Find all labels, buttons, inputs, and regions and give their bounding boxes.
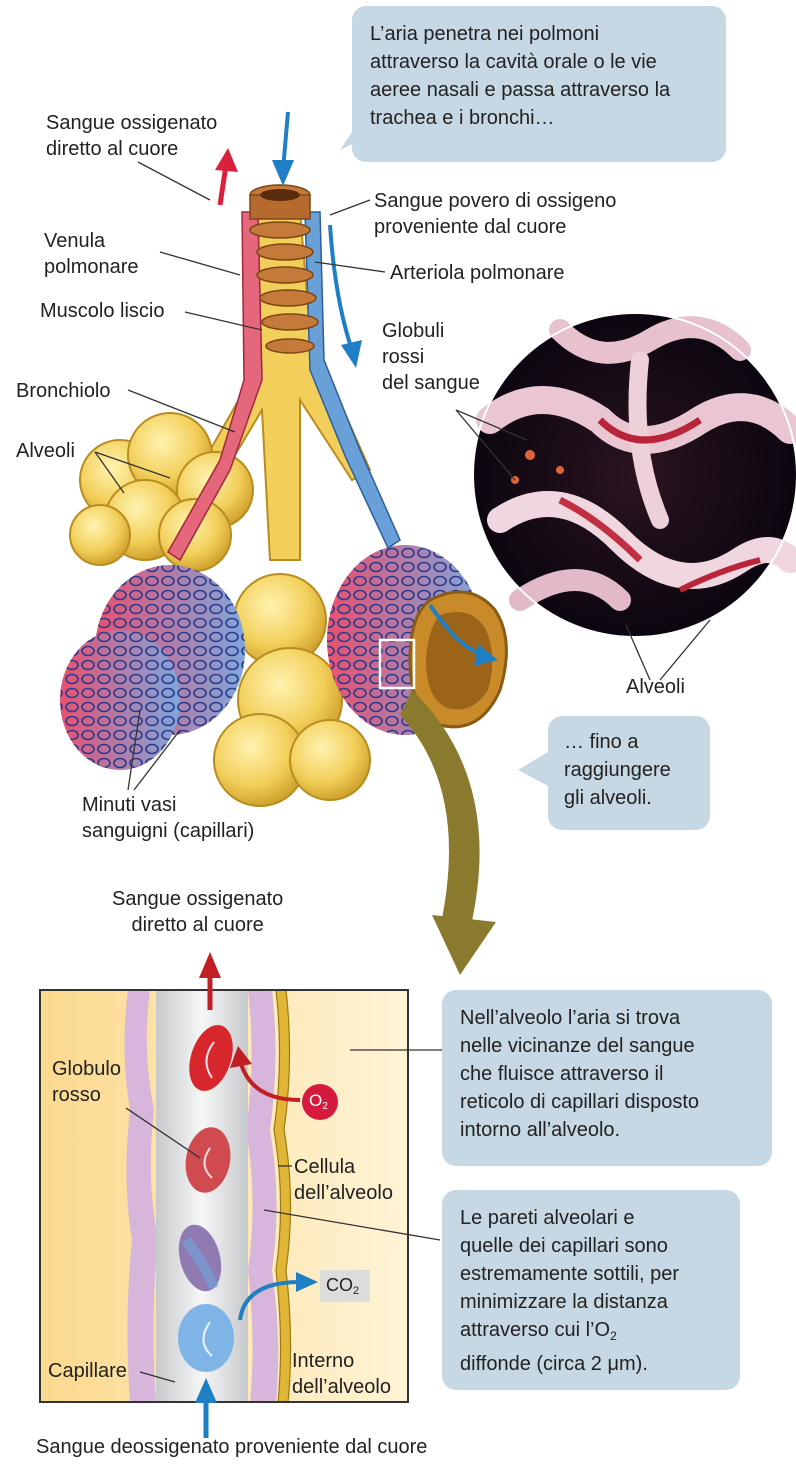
callout-alveolus-line: nelle vicinanze del sangue — [460, 1032, 754, 1060]
label-line: Venula — [44, 228, 139, 254]
label-line: proveniente dal cuore — [374, 214, 616, 240]
callout-alveolus-line: che fluisce attraverso il — [460, 1060, 754, 1088]
capillary-net-left — [60, 565, 245, 770]
micrograph — [473, 313, 796, 637]
callout-airway-line: attraverso la cavità orale o le vie — [370, 48, 708, 76]
label-line: Sangue povero di ossigeno — [374, 188, 616, 214]
callout-airway-line: L’aria penetra nei polmoni — [370, 20, 708, 48]
co2-label: CO2 — [326, 1272, 359, 1304]
label-oxygenated-blood-top: Sangue ossigenato diretto al cuore — [46, 110, 217, 162]
label-line: sanguigni (capillari) — [82, 818, 254, 844]
label-alveolar-cell: Cellula dell’alveolo — [294, 1154, 393, 1206]
oxygenated-out-arrow — [215, 148, 238, 205]
label-line: Globulo — [52, 1056, 121, 1082]
label-line: Sangue ossigenato — [112, 886, 283, 912]
label-red-blood-cell: Globulo rosso — [52, 1056, 121, 1108]
co2-label-main: CO — [326, 1275, 353, 1295]
trachea-opening — [260, 189, 300, 201]
callout-airway: L’aria penetra nei polmoni attraverso la… — [352, 6, 726, 162]
co2-label-sub: 2 — [353, 1285, 359, 1297]
label-line: diretto al cuore — [112, 912, 283, 938]
label-line: dell’alveolo — [292, 1374, 391, 1400]
callout-reach-line: gli alveoli. — [564, 784, 694, 812]
label-smooth-muscle: Muscolo liscio — [40, 298, 164, 324]
callout-airway-line: trachea e i bronchi… — [370, 104, 708, 132]
callout-walls-line: quelle dei capillari sono — [460, 1232, 722, 1260]
callout-thin-walls: Le pareti alveolari e quelle dei capilla… — [442, 1190, 740, 1390]
callout-alveolus-line: reticolo di capillari disposto — [460, 1088, 754, 1116]
label-oxygenated-blood-mid: Sangue ossigenato diretto al cuore — [112, 886, 283, 938]
label-line: Globuli — [382, 318, 480, 344]
label-arteriole: Arteriola polmonare — [390, 260, 565, 286]
label-red-blood-cells: Globuli rossi del sangue — [382, 318, 480, 396]
label-deoxygenated-blood-bottom: Sangue deossigenato proveniente dal cuor… — [36, 1434, 427, 1460]
callout-walls-o2-text: attraverso cui l’O — [460, 1319, 610, 1341]
label-capillaries: Minuti vasi sanguigni (capillari) — [82, 792, 254, 844]
label-line: Sangue ossigenato — [46, 110, 217, 136]
callout-walls-line: minimizzare la distanza — [460, 1288, 722, 1316]
callout-tail — [518, 752, 548, 786]
o2-label: O2 — [309, 1089, 328, 1119]
label-alveoli-right: Alveoli — [626, 674, 685, 700]
callout-reach-alveoli: … fino a raggiungere gli alveoli. — [548, 716, 710, 830]
label-line: diretto al cuore — [46, 136, 217, 162]
label-venule: Venula polmonare — [44, 228, 139, 280]
callout-walls-o2-sub: 2 — [610, 1329, 617, 1343]
deoxygenated-in-arrow — [330, 225, 362, 368]
callout-airway-line: aeree nasali e passa attraverso la — [370, 76, 708, 104]
red-blood-cell-deoxygenated — [178, 1304, 234, 1372]
label-alveolus-interior: Interno dell’alveolo — [292, 1348, 391, 1400]
callout-alveolus-line: intorno all’alveolo. — [460, 1116, 754, 1144]
callout-walls-line: estremamente sottili, per — [460, 1260, 722, 1288]
label-line: Cellula — [294, 1154, 393, 1180]
label-line: Minuti vasi — [82, 792, 254, 818]
label-capillary: Capillare — [48, 1358, 127, 1384]
callout-alveolus-line: Nell’alveolo l’aria si trova — [460, 1004, 754, 1032]
callout-walls-line: diffonde (circa 2 μm). — [460, 1350, 722, 1378]
label-line: rosso — [52, 1082, 121, 1108]
o2-label-sub: 2 — [322, 1101, 328, 1112]
callout-alveolus: Nell’alveolo l’aria si trova nelle vicin… — [442, 990, 772, 1166]
callout-walls-line: Le pareti alveolari e — [460, 1204, 722, 1232]
label-bronchiole: Bronchiolo — [16, 378, 111, 404]
label-line: polmonare — [44, 254, 139, 280]
label-line: Interno — [292, 1348, 391, 1374]
callout-reach-line: raggiungere — [564, 756, 694, 784]
callout-walls-line: attraverso cui l’O2 — [460, 1316, 722, 1350]
label-line: rossi — [382, 344, 480, 370]
o2-label-main: O — [309, 1091, 322, 1110]
air-in-arrow — [272, 112, 294, 186]
label-alveoli-left: Alveoli — [16, 438, 75, 464]
label-line: del sangue — [382, 370, 480, 396]
label-deoxygenated-blood-top: Sangue povero di ossigeno proveniente da… — [374, 188, 616, 240]
label-line: dell’alveolo — [294, 1180, 393, 1206]
callout-reach-line: … fino a — [564, 728, 694, 756]
